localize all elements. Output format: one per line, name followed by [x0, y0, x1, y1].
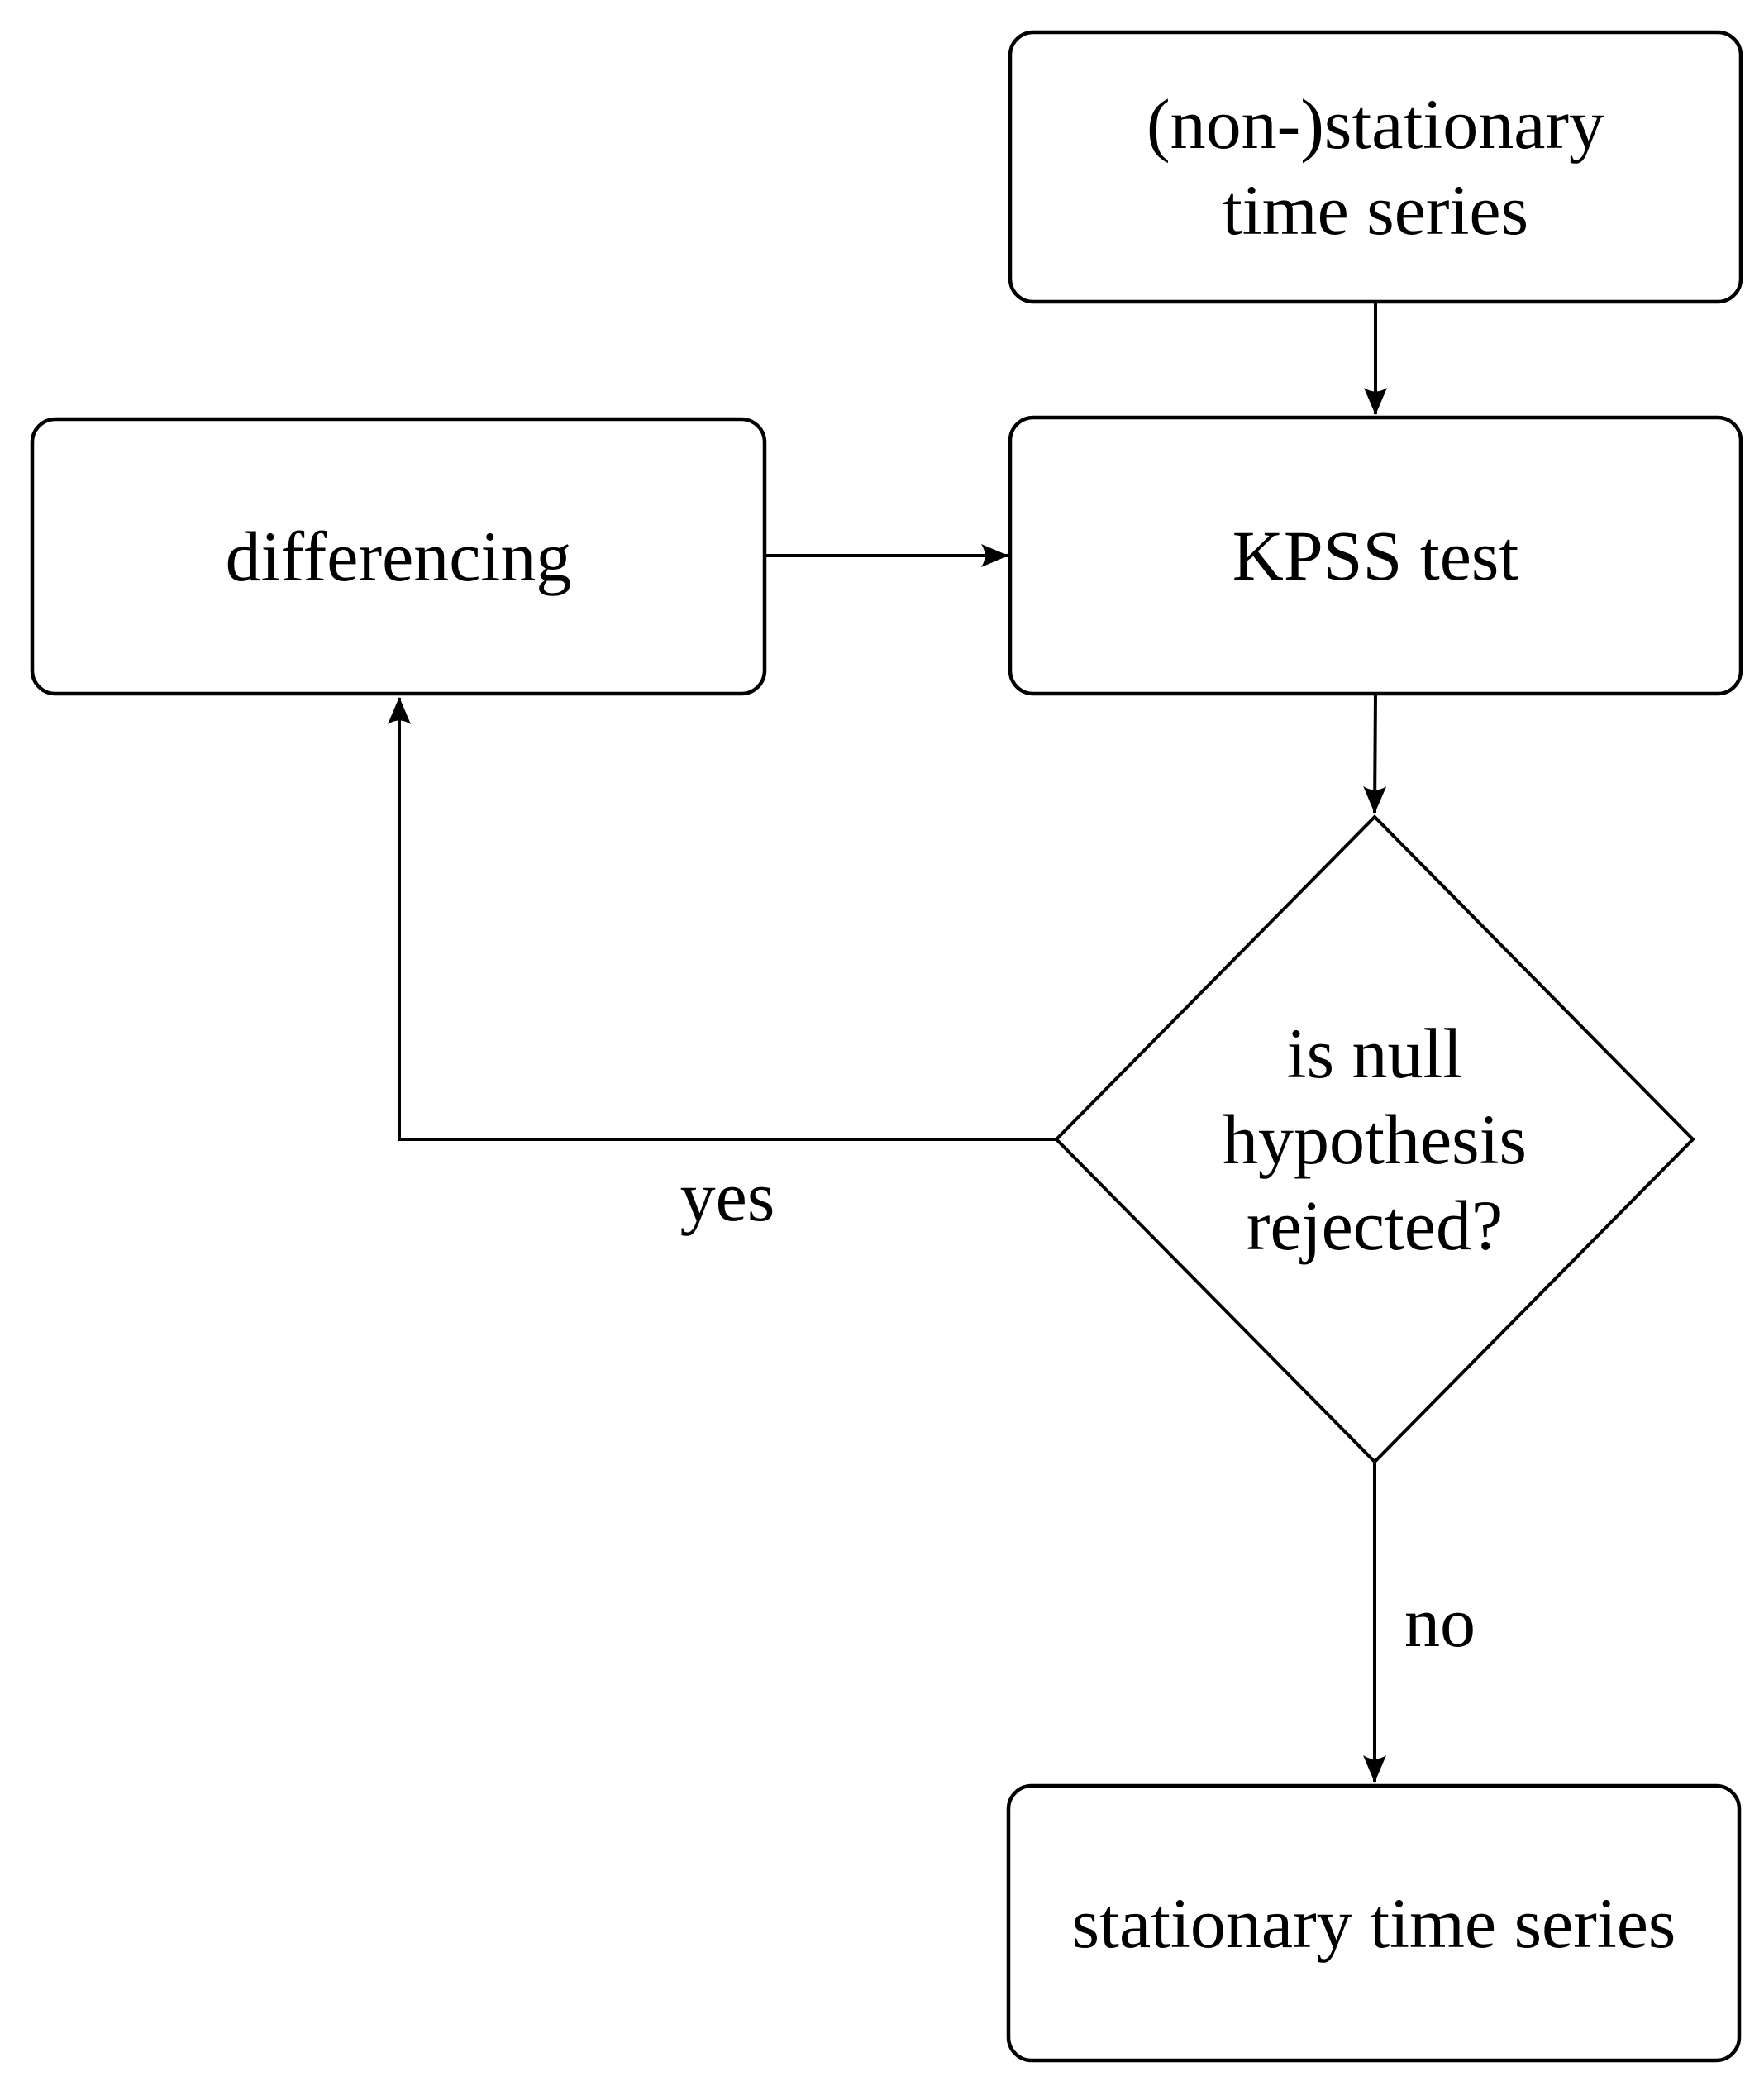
- node-decision-is-null-hypothesis-rejected: is null hypothesis rejected?: [1056, 817, 1693, 1462]
- node-label-line: stationary time series: [1071, 1883, 1676, 1963]
- node-label-line: (non-)stationary: [1146, 84, 1605, 164]
- edge-decision-yes-to-differencing: [388, 697, 1056, 1141]
- node-label-line: time series: [1222, 170, 1529, 250]
- node-label-line: hypothesis: [1223, 1100, 1527, 1179]
- edge-label-no: no: [1404, 1582, 1476, 1662]
- node-label-line: differencing: [225, 517, 572, 596]
- stationary-box-shape: [1006, 1783, 1742, 2063]
- node-non-stationary-time-series: (non-)stationary time series: [1010, 32, 1741, 302]
- node-label-line: rejected?: [1246, 1186, 1504, 1265]
- node-stationary-time-series: stationary time series: [1008, 1786, 1739, 2060]
- edge-label-yes: yes: [679, 1157, 775, 1236]
- node-differencing: differencing: [32, 419, 765, 694]
- node-label-line: is null: [1286, 1014, 1463, 1093]
- node-kpss-test: KPSS test: [1010, 418, 1741, 694]
- node-label-line: KPSS test: [1232, 516, 1519, 595]
